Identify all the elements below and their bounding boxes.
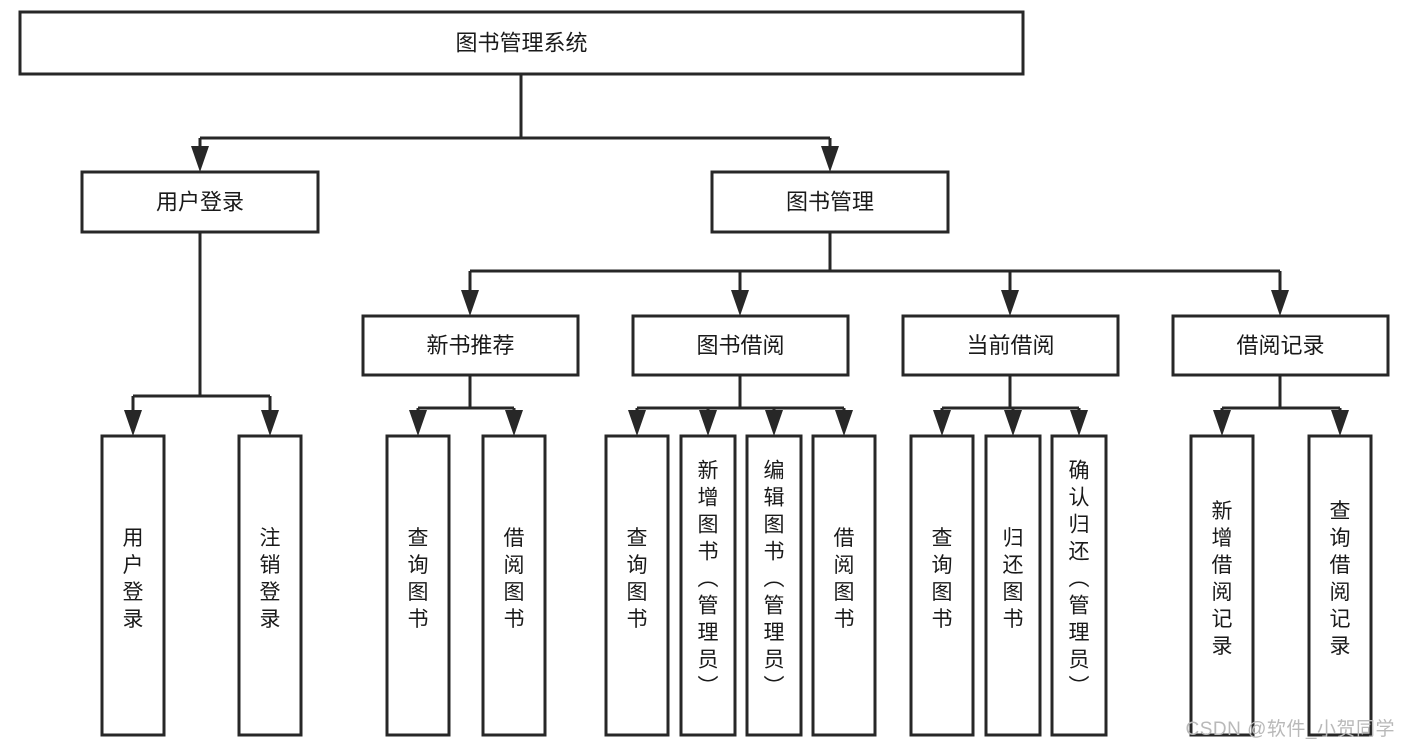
node-label: 图书管理系统 [455,31,587,56]
node-label: 用户登录 [156,190,244,215]
node-label: 用户登录 [123,527,144,631]
node-leaf-confirm-return-admin[interactable]: 确认归还︵管理员︶ [1050,434,1108,737]
node-leaf-query-book-recommend[interactable]: 查询图书 [385,434,451,737]
node-label: 查询图书 [627,527,648,631]
arrow-head-icon [628,410,646,436]
node-label: 查询图书 [408,527,429,631]
arrow-head-icon [461,290,479,316]
node-label: 查询借阅记录 [1330,500,1351,658]
arrow-head-icon [933,410,951,436]
connector-group [124,232,279,436]
node-label: 新增图书︵管理员︶ [698,460,719,699]
node-label: 确认归还︵管理员︶ [1069,460,1090,699]
arrow-head-icon [835,410,853,436]
node-leaf-borrow-book-recommend[interactable]: 借阅图书 [481,434,547,737]
arrow-head-icon [821,146,839,172]
node-leaf-query-book-current[interactable]: 查询图书 [909,434,975,737]
arrow-head-icon [1213,410,1231,436]
node-label: 归还图书 [1003,527,1024,631]
node-book-management[interactable]: 图书管理 [710,170,950,234]
arrow-head-icon [699,410,717,436]
node-label: 借阅图书 [504,527,525,631]
node-leaf-logout-login[interactable]: 注销登录 [237,434,303,737]
node-label: 借阅记录 [1236,333,1324,358]
arrow-head-icon [1271,290,1289,316]
node-book-borrow[interactable]: 图书借阅 [631,314,850,377]
node-leaf-user-login[interactable]: 用户登录 [100,434,166,737]
node-layer: 图书管理系统用户登录图书管理新书推荐图书借阅当前借阅借阅记录用户登录注销登录查询… [18,10,1390,737]
arrow-head-icon [731,290,749,316]
node-leaf-query-borrow-record[interactable]: 查询借阅记录 [1307,434,1373,737]
node-leaf-add-borrow-record[interactable]: 新增借阅记录 [1189,434,1255,737]
arrow-head-icon [261,410,279,436]
node-leaf-add-book-admin[interactable]: 新增图书︵管理员︶ [679,434,737,737]
connector-group [409,375,523,436]
connector-group [933,375,1088,436]
connector-layer [124,74,1349,436]
node-label: 新增借阅记录 [1212,500,1233,658]
node-current-borrow[interactable]: 当前借阅 [901,314,1120,377]
arrow-head-icon [191,146,209,172]
arrow-head-icon [409,410,427,436]
node-label: 图书借阅 [696,333,784,358]
node-label: 借阅图书 [834,527,855,631]
arrow-head-icon [1001,290,1019,316]
node-label: 注销登录 [260,527,281,631]
node-borrow-records[interactable]: 借阅记录 [1171,314,1390,377]
arrow-head-icon [505,410,523,436]
node-label: 当前借阅 [966,333,1054,358]
connector-group [628,375,853,436]
connector-group [191,74,839,172]
node-label: 新书推荐 [426,333,514,358]
arrow-head-icon [1070,410,1088,436]
node-leaf-borrow-book[interactable]: 借阅图书 [811,434,877,737]
arrow-head-icon [765,410,783,436]
connector-group [461,232,1289,316]
node-new-book-recommend[interactable]: 新书推荐 [361,314,580,377]
node-label: 查询图书 [932,527,953,631]
node-root[interactable]: 图书管理系统 [18,10,1025,76]
node-leaf-query-book-borrow[interactable]: 查询图书 [604,434,670,737]
node-leaf-edit-book-admin[interactable]: 编辑图书︵管理员︶ [745,434,803,737]
node-user-login[interactable]: 用户登录 [80,170,320,234]
node-label: 编辑图书︵管理员︶ [764,460,785,699]
connector-group [1213,375,1349,436]
arrow-head-icon [124,410,142,436]
node-label: 图书管理 [786,190,874,215]
arrow-head-icon [1331,410,1349,436]
node-leaf-return-book[interactable]: 归还图书 [984,434,1042,737]
arrow-head-icon [1004,410,1022,436]
